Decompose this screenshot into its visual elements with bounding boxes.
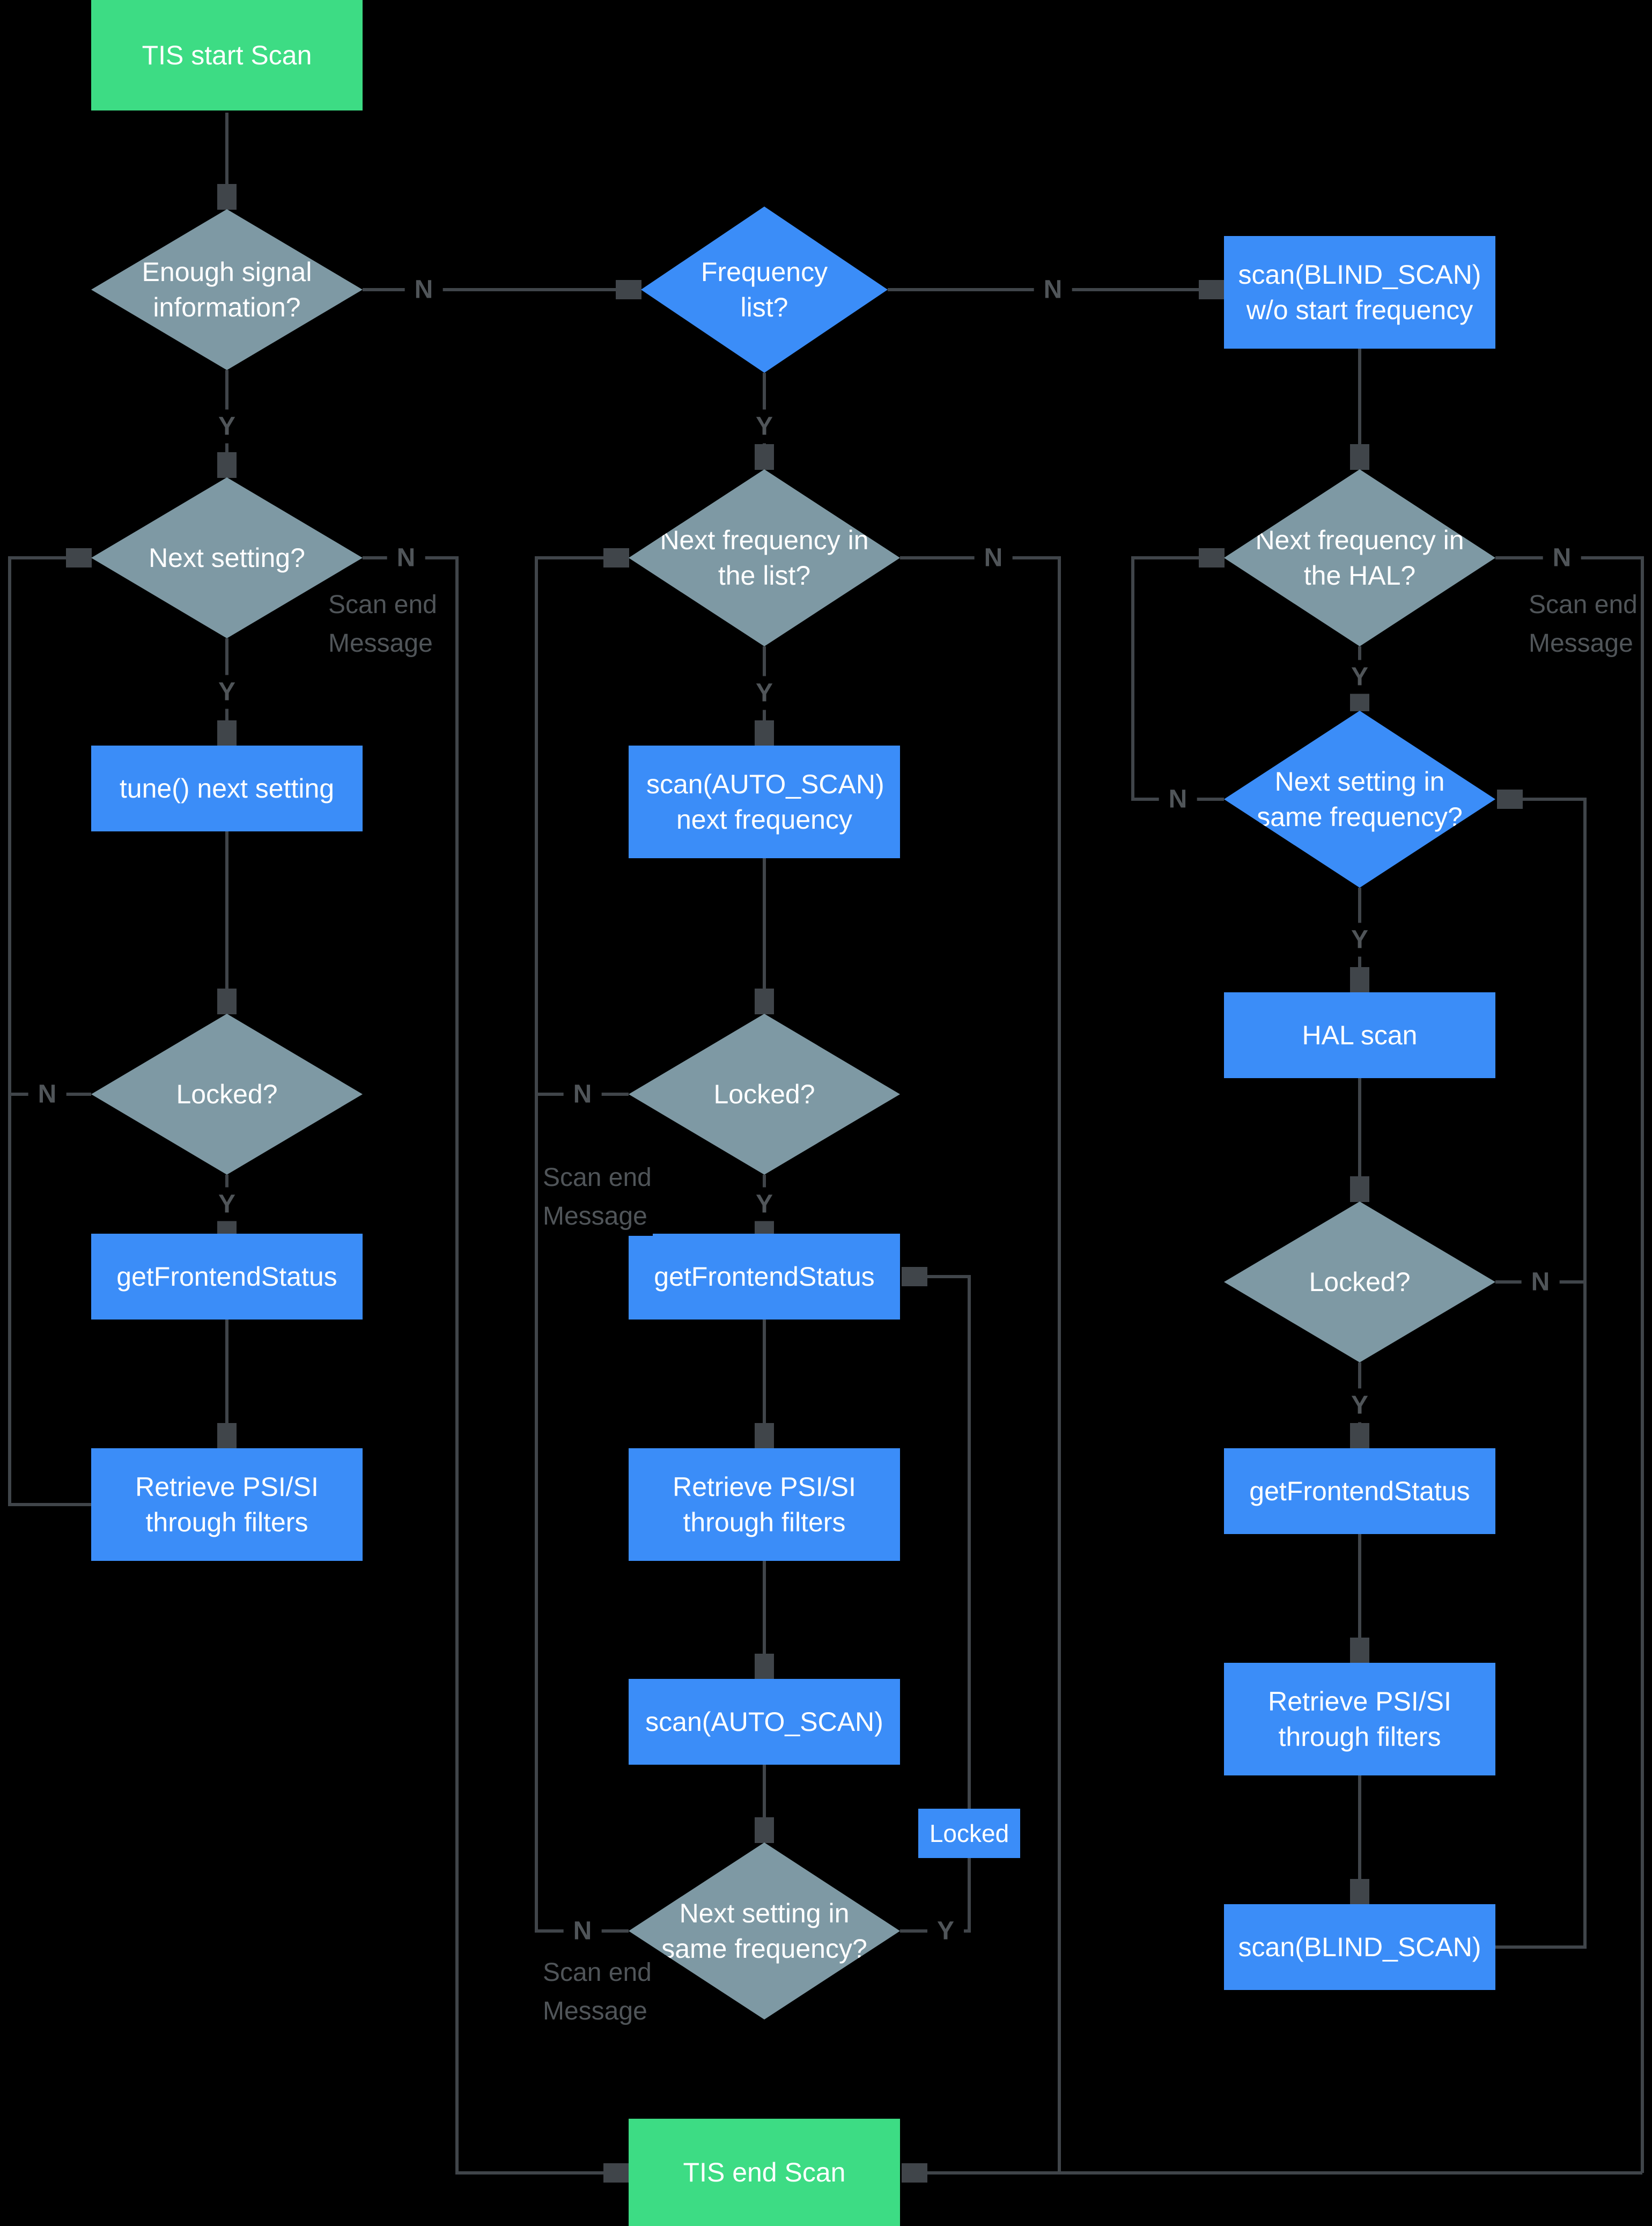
node-get-frontend-status-right: getFrontendStatus xyxy=(1224,1448,1495,1534)
node-tune-next-setting: tune() next setting xyxy=(91,746,363,831)
edge-label-yes-next-setting: Y xyxy=(208,675,246,709)
edge-label-yes-next-frequency-hal: Y xyxy=(1341,660,1378,694)
edge-label-no-locked-middle: N xyxy=(563,1077,602,1111)
edge-label-no-next-setting-same-frequency-middle: N xyxy=(563,1914,602,1948)
edge-label-yes-next-setting-same-frequency-middle: Y xyxy=(927,1914,964,1948)
edge-label-no-next-setting: N xyxy=(387,541,425,575)
node-hal-scan: HAL scan xyxy=(1224,992,1495,1078)
edge-label-no-locked-right: N xyxy=(1521,1265,1560,1299)
edge-scan-end-loop-to-next-frequency-list xyxy=(535,558,629,1933)
node-retrieve-psi-si-middle: Retrieve PSI/SI through filters xyxy=(629,1448,900,1561)
edge-label-yes-next-frequency-list: Y xyxy=(746,676,783,710)
edge-scan-blind-loop-to-nssf-right xyxy=(1495,799,1587,1949)
node-scan-auto-scan: scan(AUTO_SCAN) xyxy=(629,1679,900,1765)
edge-next-frequency-list-no-rail xyxy=(900,556,1061,2173)
node-get-frontend-status-left: getFrontendStatus xyxy=(91,1234,363,1320)
edge-label-no-next-frequency-hal: N xyxy=(1543,541,1581,575)
edge-label-no-frequency-list: N xyxy=(1034,272,1072,307)
node-scan-blind-scan-wo-start-frequency: scan(BLIND_SCAN) w/o start frequency xyxy=(1224,236,1495,349)
node-retrieve-psi-si-right: Retrieve PSI/SI through filters xyxy=(1224,1663,1495,1775)
node-locked-tag: Locked xyxy=(918,1809,1020,1858)
edge-label-no-enough-signal: N xyxy=(404,272,443,307)
edge-label-no-locked-left: N xyxy=(28,1077,67,1111)
edge-label-no-next-frequency-list: N xyxy=(974,541,1013,575)
edge-nssf-right-no-loop xyxy=(1131,558,1224,801)
edge-label-no-next-setting-same-frequency-right: N xyxy=(1159,782,1197,816)
node-tis-end-scan: TIS end Scan xyxy=(629,2119,900,2226)
scan-end-message-label-left: Scan end Message xyxy=(328,586,438,663)
node-retrieve-psi-si-left: Retrieve PSI/SI through filters xyxy=(91,1448,363,1561)
node-scan-blind-scan: scan(BLIND_SCAN) xyxy=(1224,1904,1495,1990)
edge-retrieve-left-loop xyxy=(8,558,91,1506)
edge-label-yes-frequency-list: Y xyxy=(746,409,783,444)
edge-label-yes-locked-middle: Y xyxy=(746,1187,783,1221)
scan-end-message-label-middle-next-setting: Scan end Message xyxy=(543,1954,653,2031)
node-get-frontend-status-middle: getFrontendStatus xyxy=(629,1234,900,1320)
edge-label-yes-enough-signal: Y xyxy=(208,409,246,444)
node-scan-auto-scan-next-frequency: scan(AUTO_SCAN) next frequency xyxy=(629,746,900,858)
scan-end-message-label-right: Scan end Message xyxy=(1529,586,1639,663)
edge-label-yes-next-setting-same-frequency-right: Y xyxy=(1341,923,1378,957)
edge-label-yes-locked-left: Y xyxy=(208,1187,246,1221)
node-tis-start-scan: TIS start Scan xyxy=(91,0,363,110)
scan-end-message-label-middle-locked: Scan end Message xyxy=(543,1159,653,1236)
edge-label-yes-locked-right: Y xyxy=(1341,1388,1378,1422)
